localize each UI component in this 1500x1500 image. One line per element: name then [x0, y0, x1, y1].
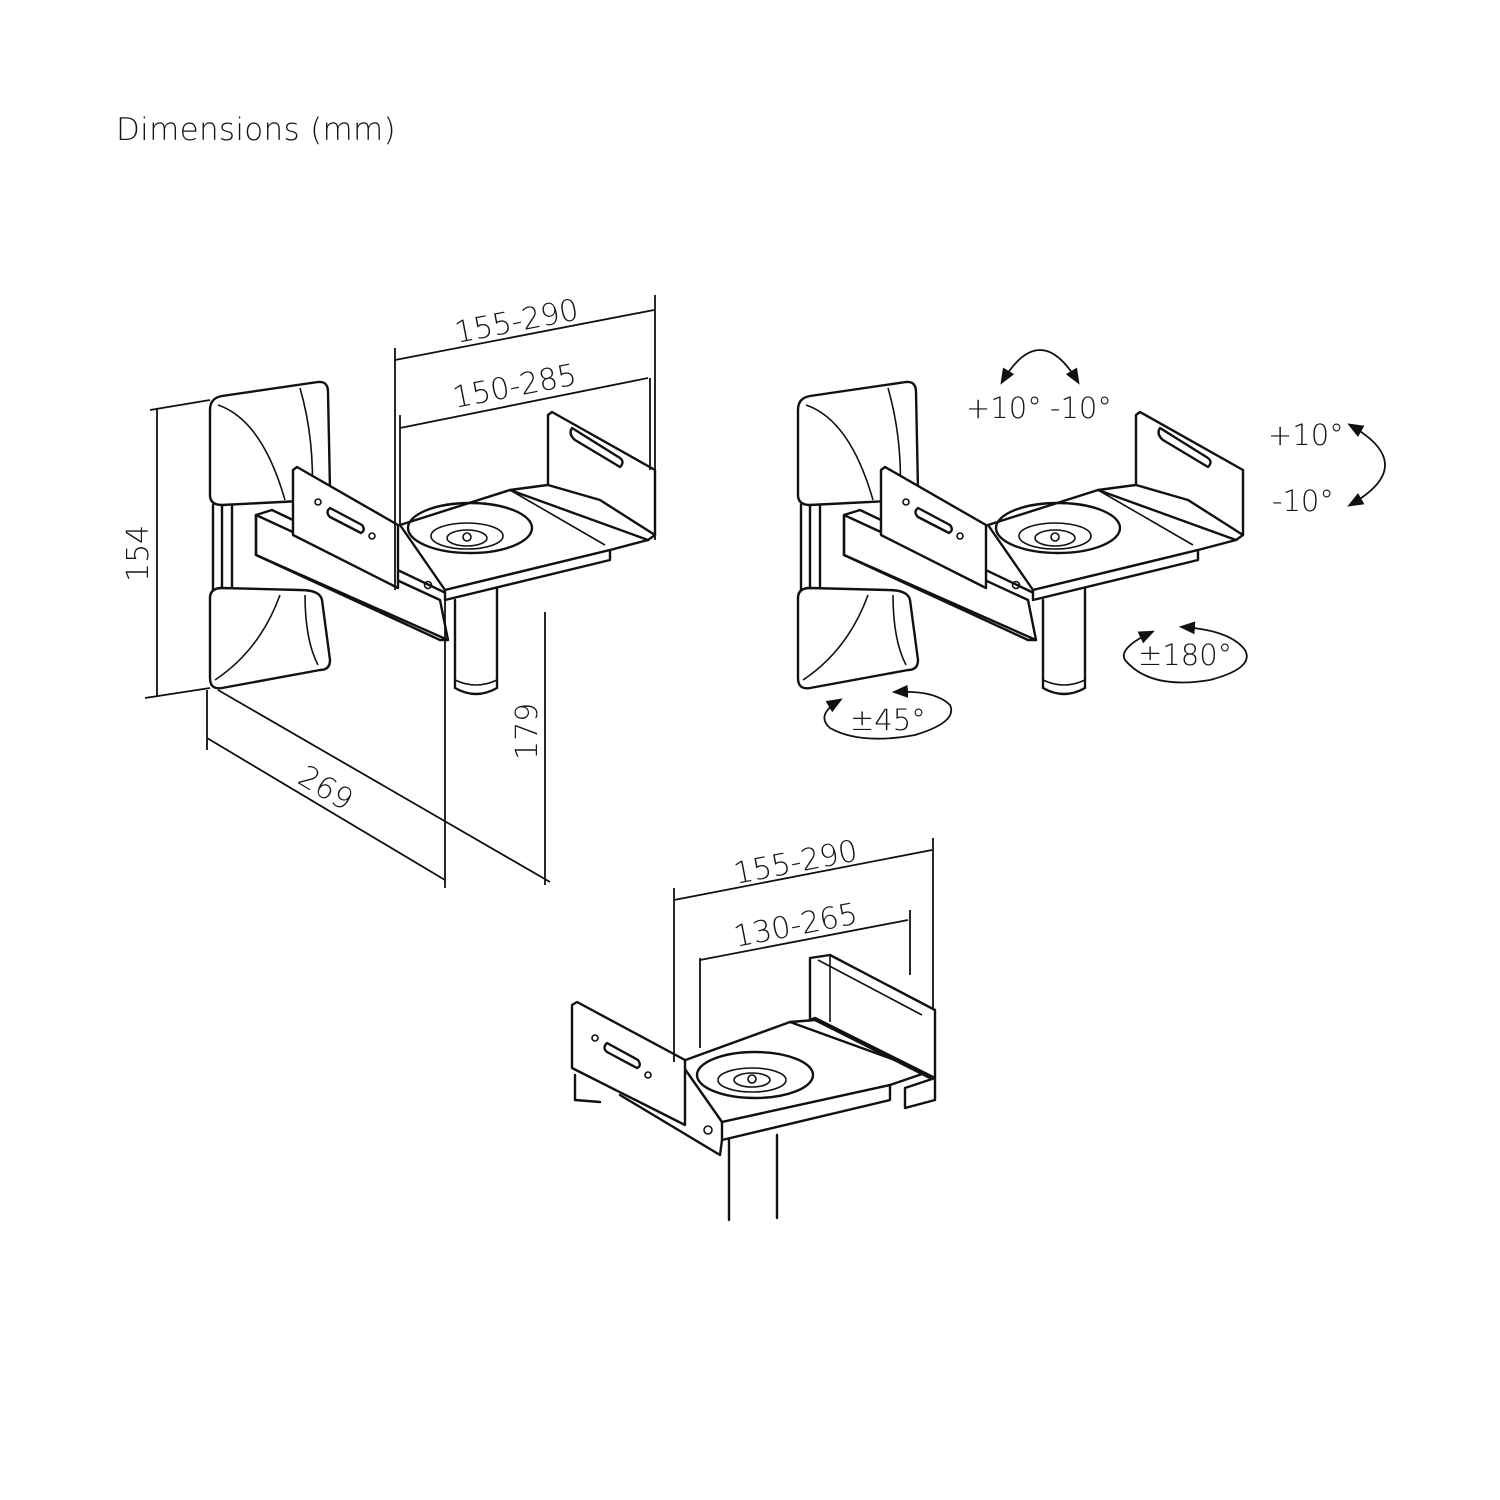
dim-inner-width: 150-285	[450, 358, 580, 416]
tilt-arc-top-icon	[1000, 349, 1080, 385]
tilt-side-minus-label: -10°	[1272, 484, 1334, 518]
platform-dim-inner-width: 130-265	[731, 897, 861, 955]
page-title: Dimensions (mm)	[116, 112, 396, 148]
rotation-view	[796, 380, 1245, 696]
tilt-top-plus-label: +10°	[966, 391, 1042, 425]
rotation-arrows	[823, 349, 1386, 740]
swivel-platform-arc-icon	[1122, 621, 1248, 684]
swivel-platform-label: ±180°	[1138, 638, 1232, 672]
swivel-arm-label: ±45°	[850, 703, 926, 737]
platform-icon	[879, 410, 1245, 602]
tilt-top-minus-label: -10°	[1050, 391, 1112, 425]
dim-height: 154	[121, 525, 156, 582]
main-view: 155-290 150-285 154 269 179	[121, 293, 657, 888]
tilt-arc-side-icon	[1347, 423, 1386, 507]
platform-dim-outer-width: 155-290	[731, 834, 861, 892]
dim-outer-width: 155-290	[452, 293, 582, 351]
platform-view	[570, 838, 937, 1222]
dimension-lines	[144, 295, 656, 888]
dim-drop: 179	[510, 703, 545, 760]
swivel-arm-arc-icon	[823, 684, 953, 740]
tilt-side-plus-label: +10°	[1268, 418, 1344, 452]
